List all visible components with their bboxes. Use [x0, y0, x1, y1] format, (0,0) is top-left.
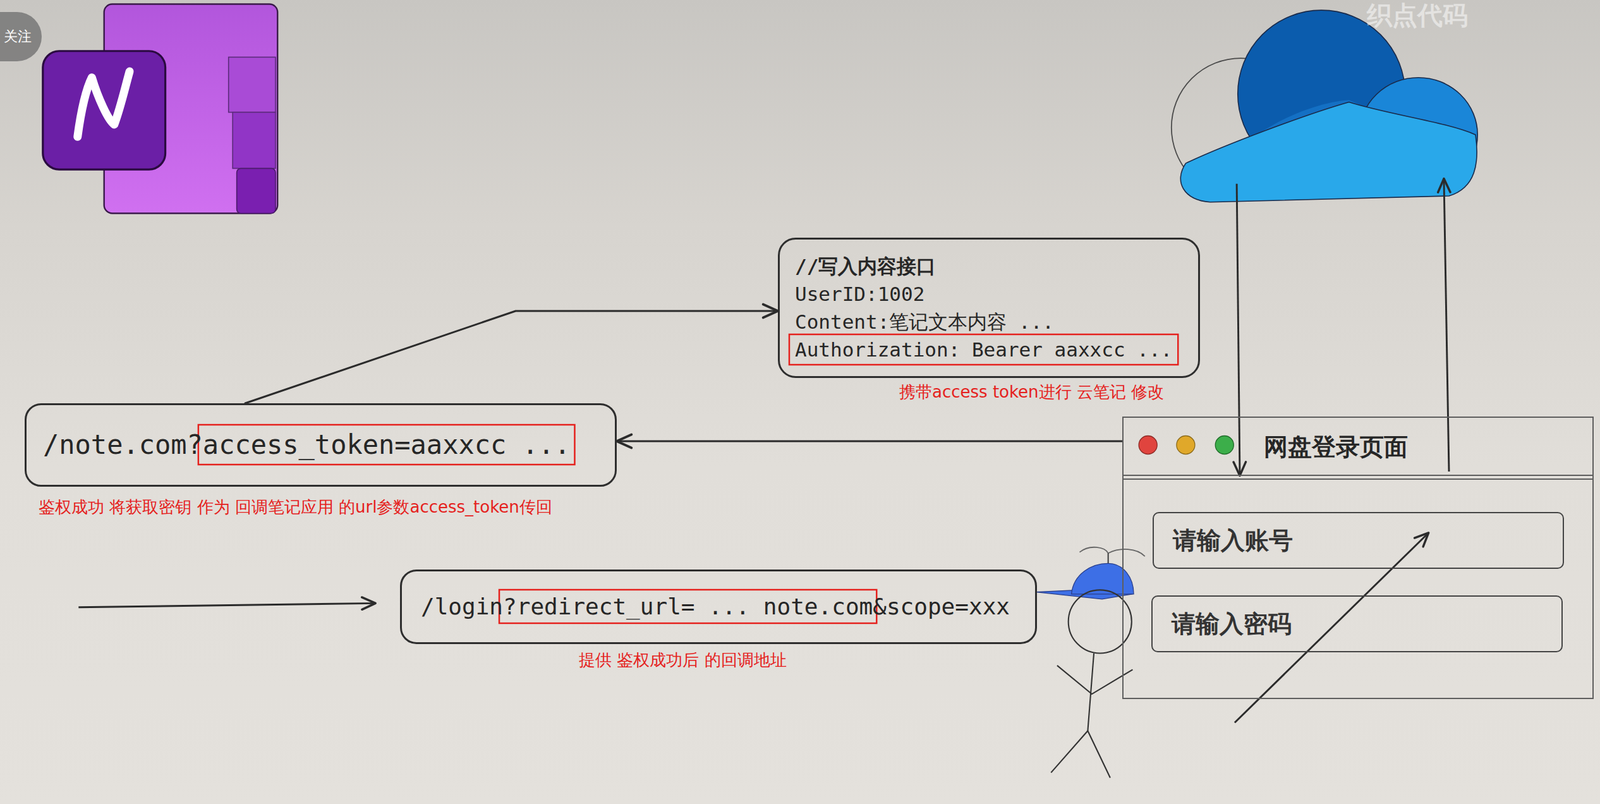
annotation: 携带access token进行 云笔记 修改 — [899, 381, 1164, 402]
node-text: 请输入账号 — [1172, 513, 1293, 568]
api-request-box: //写入内容接口UserID:1002Content:笔记文本内容 ...Aut… — [777, 237, 1200, 378]
node-text: /note.com?access_token=aaxxcc ... — [42, 430, 570, 460]
onenote-letter-mark — [77, 71, 130, 137]
propeller-stem — [1107, 552, 1110, 564]
callback-url-box: /note.com?access_token=aaxxcc ... — [24, 403, 617, 487]
annotation: 鉴权成功 将获取密钥 作为 回调笔记应用 的url参数access_token传… — [38, 496, 553, 517]
password-input: 请输入密码 — [1151, 595, 1563, 653]
account-input: 请输入账号 — [1152, 511, 1564, 569]
node-text: //写入内容接口 — [794, 252, 936, 280]
node-text: UserID:1002 — [794, 279, 925, 308]
onenote-tab — [228, 56, 276, 112]
annotation: 提供 鉴权成功后 的回调地址 — [578, 649, 787, 670]
watermark: 织点代码 — [1366, 1, 1468, 30]
node-text: Content:笔记文本内容 ... — [794, 307, 1055, 336]
flow-arrow — [245, 310, 778, 404]
onenote-tab — [232, 112, 276, 169]
login-window: 网盘登录页面请输入账号请输入密码 — [1122, 416, 1594, 699]
node-text: Authorization: Bearer aaxxcc ... — [794, 335, 1173, 364]
figure-arms — [1057, 665, 1133, 694]
onenote-front — [42, 51, 166, 170]
node-text: /login?redirect_url= ... note.com&scope=… — [420, 593, 1010, 620]
node-text: 请输入密码 — [1171, 596, 1292, 651]
follow-button: 关注 — [0, 12, 42, 62]
request-arrow — [78, 602, 376, 607]
login-url-box: /login?redirect_url= ... note.com&scope=… — [400, 569, 1037, 644]
flow-arrow — [616, 440, 1123, 443]
highlight-box — [789, 334, 1178, 365]
onenote-tab — [236, 168, 276, 213]
node-text: 网盘登录页面 — [1123, 417, 1408, 476]
cloud-light-band — [1180, 101, 1477, 202]
figure-legs — [1050, 730, 1111, 778]
